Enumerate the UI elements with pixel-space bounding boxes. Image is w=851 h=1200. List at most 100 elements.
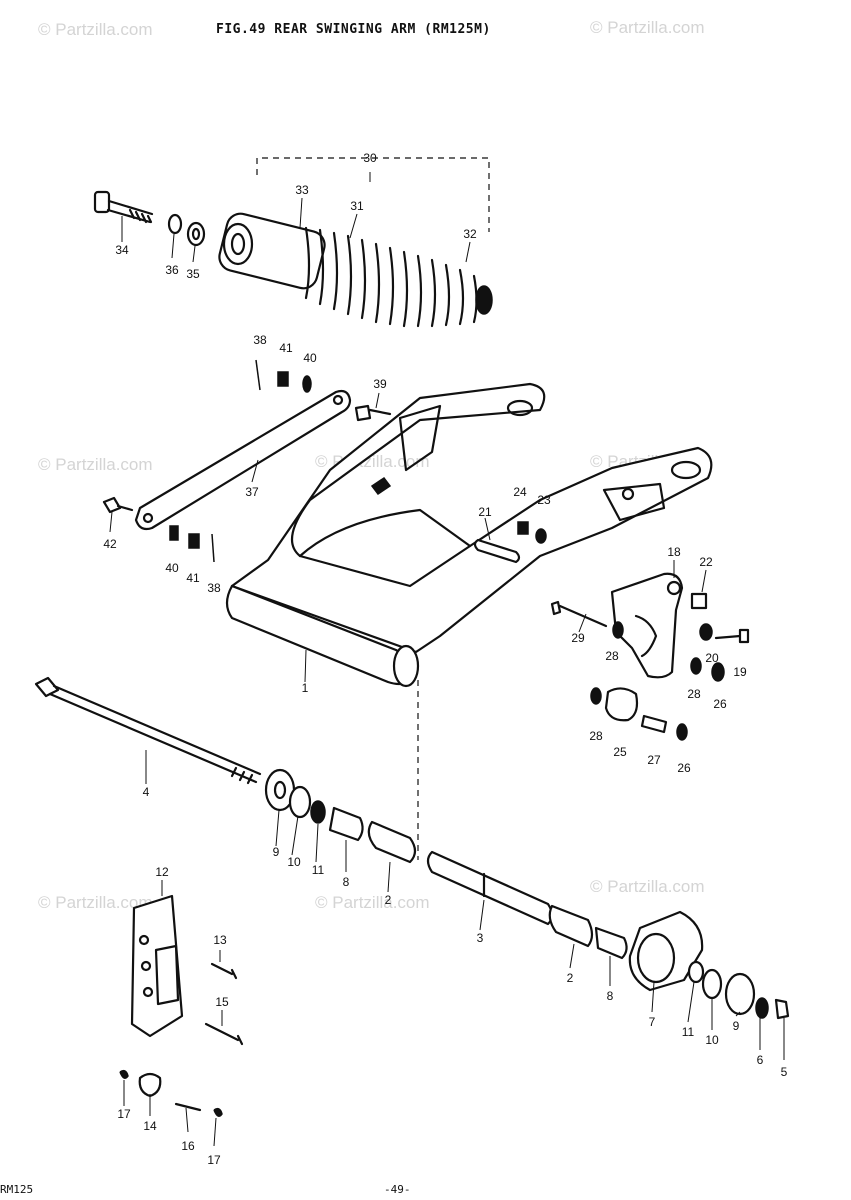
callout-20: 20 — [705, 651, 719, 665]
callout-38a: 38 — [253, 333, 267, 347]
washer-10b — [701, 968, 723, 1000]
figure-title: FIG.49 REAR SWINGING ARM (RM125M) — [216, 22, 491, 37]
spring-pin-38b — [211, 533, 215, 563]
callout-41a: 41 — [279, 341, 293, 355]
callout-33: 33 — [295, 183, 309, 197]
callout-19: 19 — [733, 665, 747, 679]
watermark-6: © Partzilla.com — [38, 893, 153, 912]
callout-23: 23 — [537, 493, 551, 507]
nut-41b — [188, 533, 200, 549]
clip-17a — [119, 1069, 129, 1079]
washer-20 — [699, 623, 713, 641]
pin-16 — [174, 1102, 202, 1112]
pivot-sleeve — [426, 850, 554, 926]
bearing-2a — [367, 820, 417, 864]
washer-36 — [167, 213, 183, 235]
callout-25: 25 — [613, 745, 627, 759]
callout-29: 29 — [571, 631, 585, 645]
pin-21 — [473, 538, 521, 564]
callout-14: 14 — [143, 1119, 157, 1133]
callout-17b: 17 — [207, 1153, 221, 1167]
callout-8b: 8 — [607, 989, 614, 1003]
pivot-shaft — [34, 676, 262, 785]
callout-39: 39 — [373, 377, 387, 391]
nut-24 — [517, 521, 529, 535]
swing-arm — [225, 382, 713, 688]
shock-upper-bolt — [93, 190, 154, 224]
callout-4: 4 — [143, 785, 150, 799]
washer-10a — [288, 785, 312, 819]
bolt-19 — [714, 628, 750, 644]
callout-6: 6 — [757, 1053, 764, 1067]
callout-26a: 26 — [713, 697, 727, 711]
callout-31: 31 — [350, 199, 364, 213]
callout-24: 24 — [513, 485, 527, 499]
bolt-42 — [102, 496, 134, 514]
washer-6 — [755, 997, 769, 1019]
callout-15: 15 — [215, 995, 229, 1009]
watermark-8: © Partzilla.com — [590, 877, 705, 896]
callout-17a: 17 — [117, 1107, 131, 1121]
callout-26b: 26 — [677, 761, 691, 775]
callout-5: 5 — [781, 1065, 788, 1079]
callout-34: 34 — [115, 243, 129, 257]
nut-26a — [711, 662, 725, 682]
footer-model: RM125 — [0, 1183, 34, 1196]
chain-buffer-bracket — [610, 572, 684, 679]
bolt-39 — [354, 404, 392, 422]
chain-roller-25 — [604, 687, 639, 722]
seal-11a — [310, 800, 326, 824]
torque-link-rod — [134, 389, 352, 531]
shock-assembly-bracket — [256, 157, 490, 232]
callout-9b: 9 — [733, 1019, 740, 1033]
footer-page-number: -49- — [384, 1183, 411, 1196]
callout-1: 1 — [302, 681, 309, 695]
nut-5 — [774, 998, 790, 1020]
callout-2b: 2 — [567, 971, 574, 985]
callout-11b: 11 — [682, 1025, 695, 1039]
bolt-22 — [690, 592, 708, 610]
callout-22: 22 — [699, 555, 713, 569]
callout-11a: 11 — [312, 863, 325, 877]
washer-28c — [590, 687, 602, 705]
callout-9a: 9 — [273, 845, 280, 859]
watermark-2: © Partzilla.com — [590, 18, 705, 37]
washer-23 — [535, 528, 547, 544]
callout-21: 21 — [478, 505, 492, 519]
washer-40a — [302, 375, 312, 393]
callout-38b: 38 — [207, 581, 221, 595]
screw-15 — [204, 1022, 244, 1046]
washer-40b — [169, 525, 179, 541]
watermark-7: © Partzilla.com — [315, 893, 430, 912]
callout-13: 13 — [213, 933, 227, 947]
rear-shock-absorber — [218, 212, 493, 328]
callout-42: 42 — [103, 537, 117, 551]
callout-28c: 28 — [589, 729, 603, 743]
bushing-8a — [328, 806, 364, 842]
bushing-8b — [594, 926, 628, 960]
washer-35 — [186, 221, 206, 247]
callout-27: 27 — [647, 753, 661, 767]
callout-30: 30 — [363, 151, 377, 165]
washer-28a — [612, 621, 624, 639]
seal-11b — [687, 960, 705, 984]
callout-37: 37 — [245, 485, 259, 499]
callout-2a: 2 — [385, 893, 392, 907]
callout-41b: 41 — [186, 571, 200, 585]
clip-17b — [213, 1107, 223, 1117]
callout-40b: 40 — [165, 561, 179, 575]
callout-3: 3 — [477, 931, 484, 945]
nut-26b — [676, 723, 688, 741]
callout-28a: 28 — [605, 649, 619, 663]
callout-12: 12 — [155, 865, 169, 879]
grommet-14 — [138, 1072, 162, 1098]
nut-41a — [277, 371, 289, 387]
callout-28b: 28 — [687, 687, 701, 701]
callout-8a: 8 — [343, 875, 350, 889]
callout-40a: 40 — [303, 351, 317, 365]
bearing-2b — [548, 904, 594, 948]
watermark-3: © Partzilla.com — [38, 455, 153, 474]
callout-35: 35 — [186, 267, 200, 281]
